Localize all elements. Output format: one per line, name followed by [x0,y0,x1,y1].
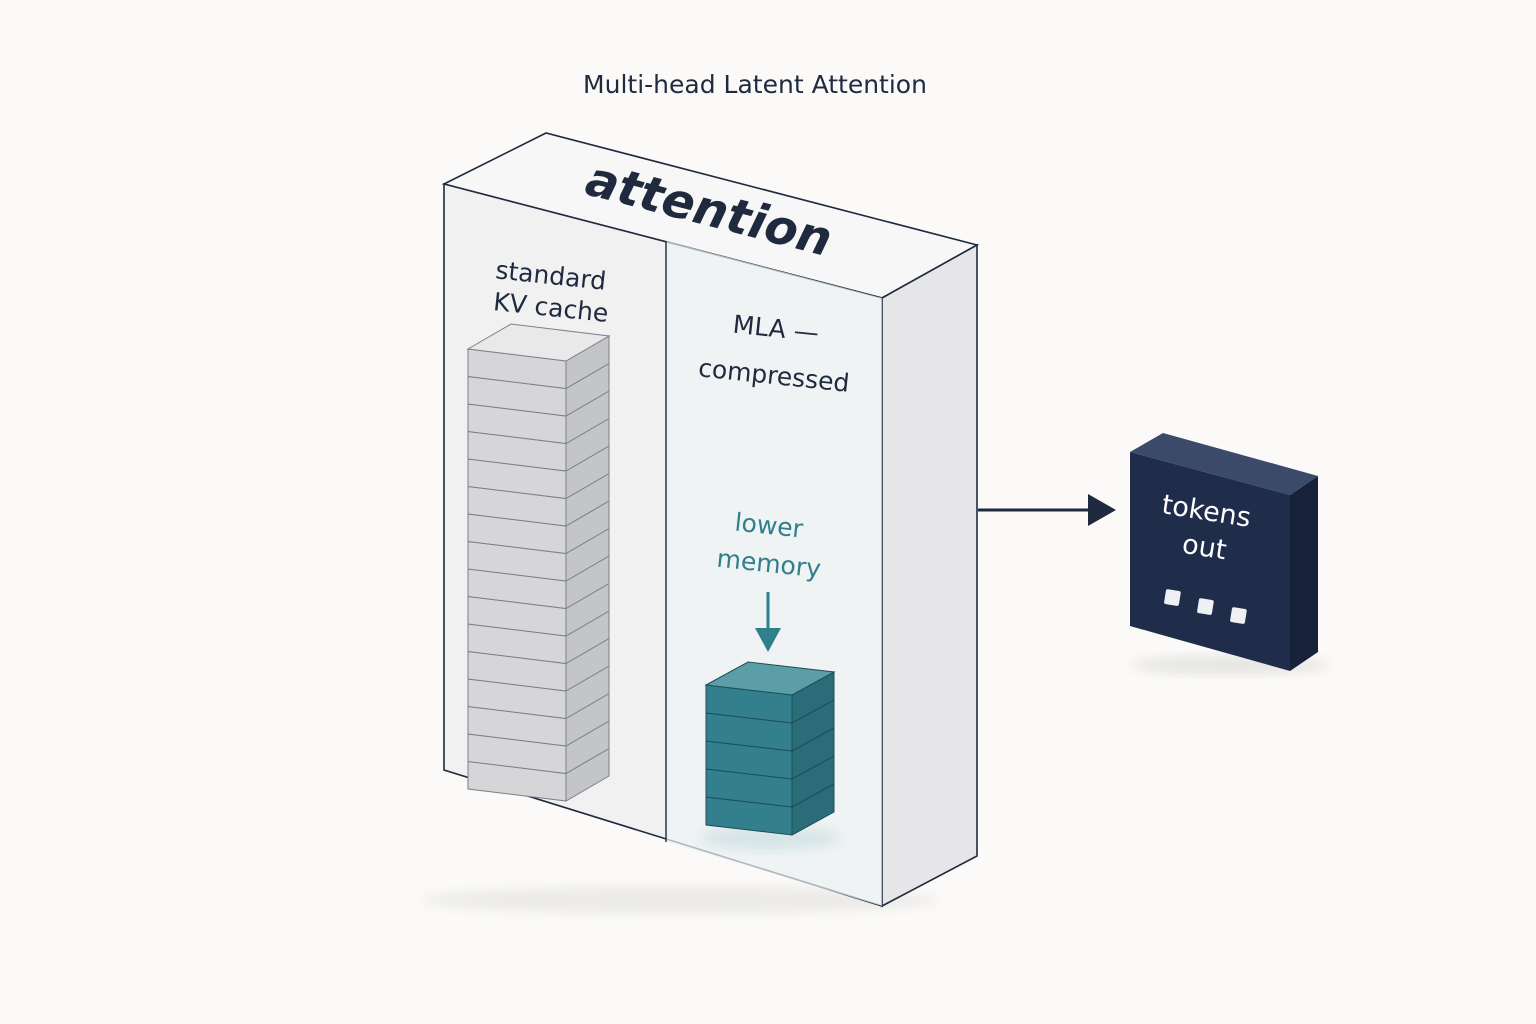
kv-cache-block [467,555,610,610]
kv-cache-block-top [466,323,611,362]
diagram-title: Multi-head Latent Attention [583,70,927,99]
mla-compressed-stack [704,661,836,836]
attention-box-side [881,243,978,908]
token-dots [1164,589,1247,624]
standard-kv-cache-stack [466,323,611,802]
mla-block-top [704,661,836,696]
tokens-out-block: tokens out [1130,433,1330,675]
tokens-block-side [1290,476,1318,671]
lower-memory-note-line1: lower [733,508,805,544]
token-dot [1197,598,1214,615]
tokens-block-front [1130,452,1290,671]
kv-cache-block [467,445,610,500]
arrow-down-icon [755,592,781,652]
attention-box: attention standard KV cache MLA — compre… [420,132,980,914]
kv-cache-block [467,720,610,775]
kv-cache-block [466,323,611,390]
tokens-block-top [1130,433,1318,495]
tokens-label-line2: out [1180,529,1229,567]
arrow-right-icon [978,494,1116,526]
mla-block [705,699,835,752]
kv-cache-block [467,362,610,417]
kv-cache-block [467,692,610,747]
token-dot [1164,589,1181,606]
kv-cache-block [467,582,610,637]
kv-cache-block [467,610,610,665]
mla-block [705,727,835,780]
token-dot [1230,607,1247,624]
kv-cache-block [467,472,610,527]
mla-block [704,661,836,724]
kv-cache-block [467,417,610,472]
kv-cache-block [467,637,610,692]
